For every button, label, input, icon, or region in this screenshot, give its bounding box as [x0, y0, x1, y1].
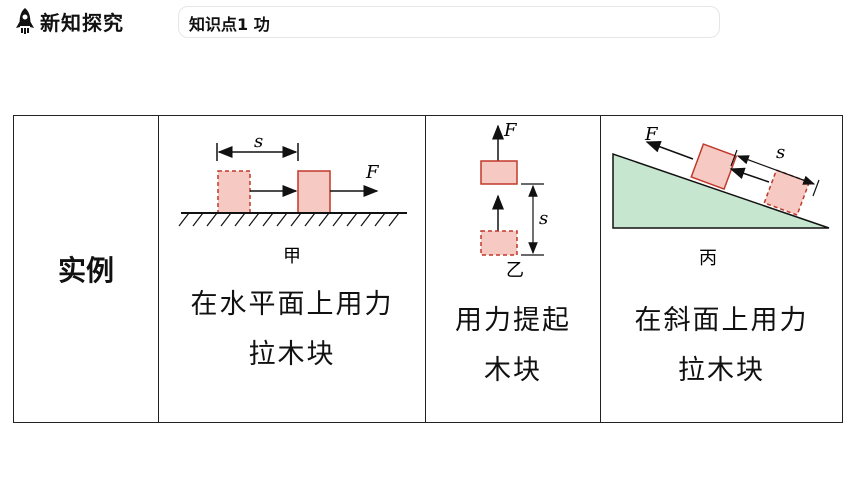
force-arrow — [645, 141, 694, 160]
force-label: F — [503, 120, 518, 141]
examples-table: 实例 s — [13, 115, 843, 423]
incline-slope — [612, 152, 830, 229]
end-block — [690, 143, 738, 190]
topic-title: 知识点1 功 — [189, 15, 270, 34]
caption-line-2: 木块 — [484, 355, 542, 386]
end-block — [480, 160, 518, 185]
dimension-tick — [730, 149, 738, 167]
caption-line-2: 拉木块 — [678, 355, 765, 386]
figure-label: 甲 — [283, 246, 301, 267]
distance-label: s — [776, 142, 785, 163]
start-block — [217, 170, 251, 214]
lift-diagram: F s 乙 — [480, 120, 548, 281]
figure-label: 丙 — [699, 248, 717, 269]
motion-arrow — [729, 167, 770, 183]
figure-label: 乙 — [506, 260, 524, 281]
start-block — [480, 230, 518, 256]
row-label-cell: 实例 — [13, 115, 159, 423]
section-title: 新知探究 — [40, 10, 124, 35]
table-row: 实例 s — [13, 115, 843, 423]
horizontal-pull-diagram: s F — [178, 131, 407, 267]
example-cell-lift: F s 乙 用力提起 木块 — [425, 115, 601, 423]
force-label: F — [365, 162, 380, 183]
section-header: 新知探究 — [14, 4, 124, 38]
caption-line-2: 拉木块 — [248, 339, 336, 370]
ground-hatching — [178, 212, 400, 227]
incline-diagram: F s 丙 — [612, 124, 830, 269]
force-label: F — [644, 124, 659, 145]
caption-line-1: 在水平面上用力 — [190, 289, 394, 320]
caption-line-1: 在斜面上用力 — [634, 305, 809, 336]
end-block — [297, 170, 331, 214]
distance-label: s — [539, 208, 548, 229]
distance-label: s — [254, 131, 263, 152]
example-cell-incline: F s 丙 在斜面上用力 拉木块 — [600, 115, 843, 423]
caption-line-1: 用力提起 — [455, 305, 571, 336]
row-label: 实例 — [57, 254, 114, 287]
topic-bar: 知识点1 功 — [178, 6, 720, 38]
example-cell-horizontal: s F — [158, 115, 426, 423]
rocket-icon — [16, 8, 34, 34]
dimension-tick — [812, 179, 820, 197]
distance-arrow — [736, 155, 816, 185]
